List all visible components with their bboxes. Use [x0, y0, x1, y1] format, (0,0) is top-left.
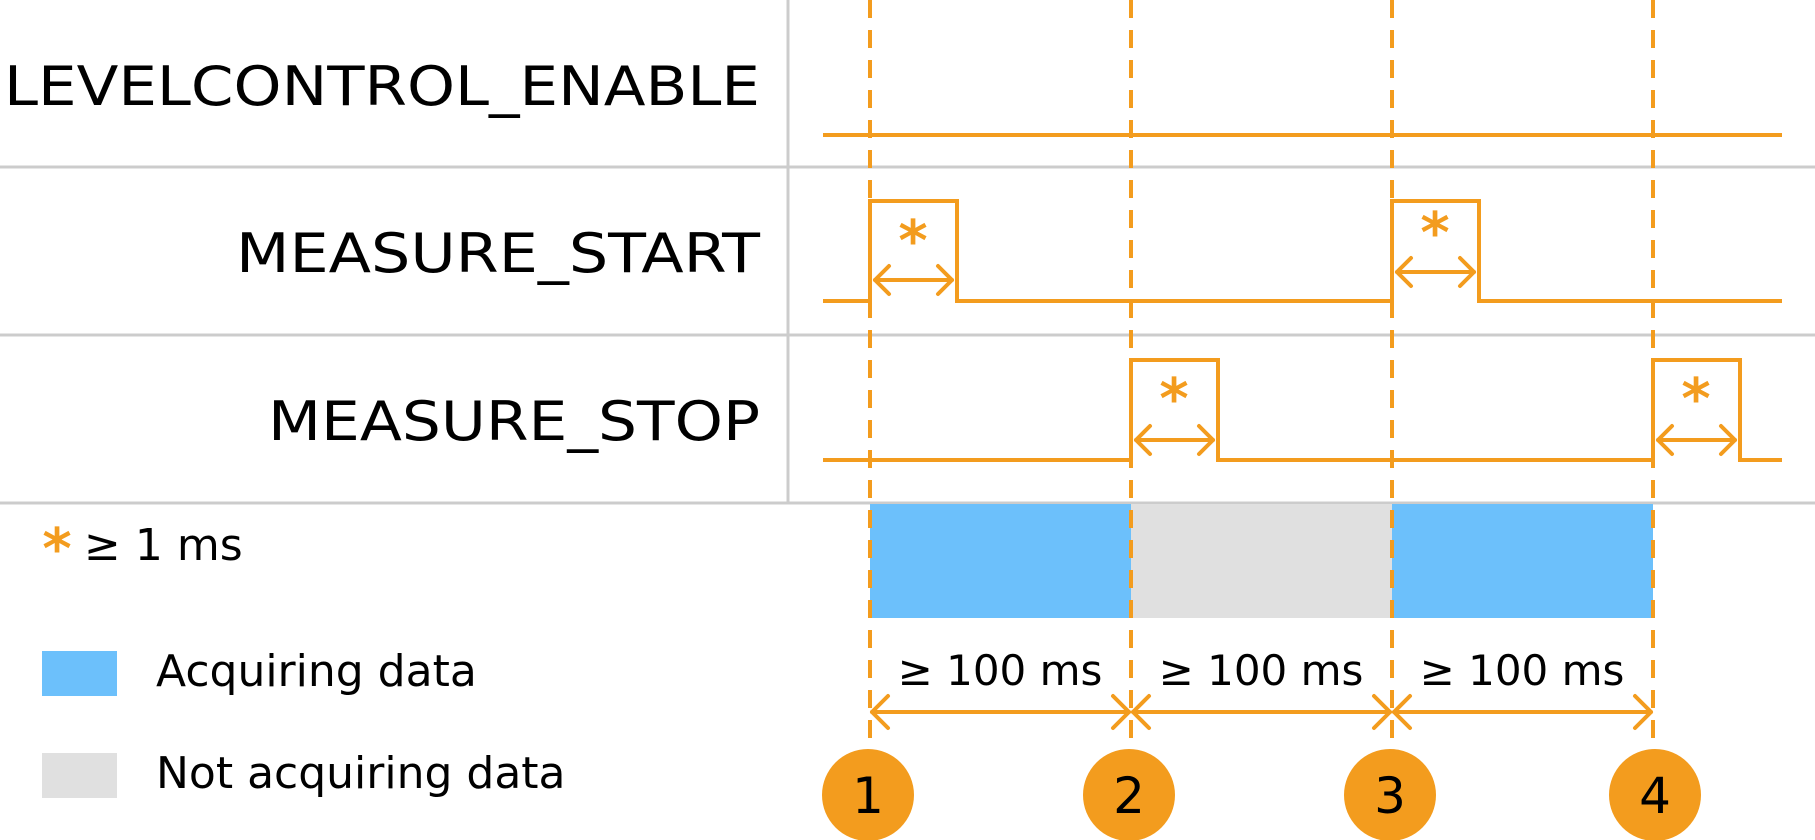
duration-label: ≥ 100 ms	[1159, 646, 1364, 695]
marker-number: 2	[1113, 767, 1145, 825]
marker-number: 3	[1374, 767, 1406, 825]
legend-label-acquiring: Acquiring data	[156, 646, 477, 697]
duration-arrow	[1131, 694, 1392, 730]
waveform-measure-start	[823, 199, 1782, 303]
pulse-width-arrow	[873, 264, 954, 296]
legend-asterisk-icon: *	[42, 517, 71, 582]
pulse-width-arrow	[1656, 424, 1737, 456]
pulse-asterisk: *	[898, 209, 927, 274]
marker-1: 1	[822, 749, 914, 840]
pulse-width-arrow	[1395, 256, 1476, 288]
marker-4: 4	[1609, 749, 1701, 840]
state-bar-1	[870, 504, 1131, 618]
pulse-asterisk: *	[1420, 201, 1449, 266]
duration-arrow	[1392, 694, 1653, 730]
state-bar-2	[1131, 504, 1392, 618]
legend-min-pulse-text: ≥ 1 ms	[84, 520, 243, 571]
duration-label: ≥ 100 ms	[898, 646, 1103, 695]
waveform-measure-stop	[823, 358, 1782, 462]
marker-2: 2	[1083, 749, 1175, 840]
pulse-width-arrow	[1134, 424, 1215, 456]
legend-label-not-acquiring: Not acquiring data	[156, 748, 566, 799]
signal-label-levelcontrol-enable: LEVELCONTROL_ENABLE	[4, 55, 760, 118]
duration-arrow	[870, 694, 1131, 730]
marker-3: 3	[1344, 749, 1436, 840]
legend-swatch-not-acquiring	[42, 753, 117, 798]
signal-label-measure-stop: MEASURE_STOP	[268, 390, 760, 453]
marker-number: 4	[1639, 767, 1671, 825]
pulse-asterisk: *	[1681, 367, 1710, 432]
marker-number: 1	[852, 767, 884, 825]
legend-swatch-acquiring	[42, 651, 117, 696]
state-bar-3	[1392, 504, 1653, 618]
pulse-asterisk: *	[1159, 367, 1188, 432]
duration-label: ≥ 100 ms	[1420, 646, 1625, 695]
signal-label-measure-start: MEASURE_START	[236, 222, 761, 285]
